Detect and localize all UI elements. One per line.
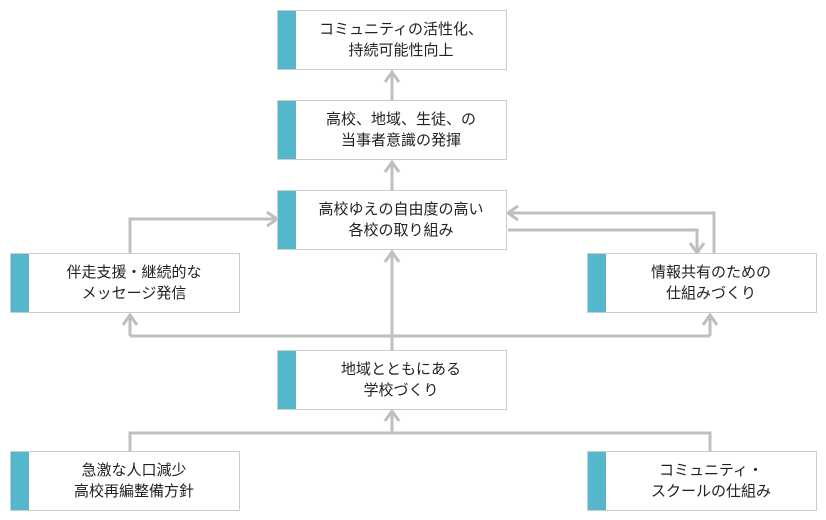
label-line: 高校、地域、生徒、の [325, 110, 476, 128]
arrowhead-initiatives-right [505, 204, 519, 222]
label-line: 各校の取り組み [348, 221, 454, 239]
info-sharing-box: 情報共有のための 仕組みづくり [587, 253, 817, 313]
label-line: 学校づくり [363, 381, 439, 399]
arrowhead-community-activation [383, 69, 401, 83]
label-line: 伴走支援・継続的な [66, 263, 202, 281]
label-line: 地域とともにある [340, 360, 461, 378]
accent-bar [588, 254, 606, 312]
box-label: 伴走支援・継続的な メッセージ発信 [29, 254, 239, 312]
box-label: コミュニティの活性化、 持続可能性向上 [296, 11, 506, 69]
arrowhead-school-initiatives [383, 249, 401, 263]
accent-bar [11, 254, 29, 312]
accent-bar [278, 11, 296, 69]
label-line: 仕組みづくり [665, 284, 756, 302]
community-school-box: 地域とともにある 学校づくり [277, 350, 507, 410]
rapid-decline-box: 急激な人口減少 高校再編整備方針 [10, 451, 240, 511]
label-line: 情報共有のための [650, 263, 771, 281]
arrowhead-stakeholder-ownership [383, 159, 401, 173]
connector-initiatives-to-info [508, 228, 699, 252]
label-line: 当事者意識の発揮 [340, 131, 461, 149]
box-label: 高校、地域、生徒、の 当事者意識の発揮 [296, 101, 506, 159]
stakeholder-ownership-box: 高校、地域、生徒、の 当事者意識の発揮 [277, 100, 507, 160]
box-label: 急激な人口減少 高校再編整備方針 [29, 452, 239, 510]
box-label: 情報共有のための 仕組みづくり [606, 254, 816, 312]
community-school-system-box: コミュニティ・ スクールの仕組み [587, 451, 817, 511]
accent-bar [278, 191, 296, 249]
label-line: 持続可能性向上 [348, 41, 454, 59]
label-line: コミュニティ・ [658, 461, 764, 479]
accent-bar [278, 101, 296, 159]
box-label: 高校ゆえの自由度の高い 各校の取り組み [296, 191, 506, 249]
box-label: 地域とともにある 学校づくり [296, 351, 506, 409]
arrowhead-community-school [383, 408, 401, 422]
label-line: スクールの仕組み [650, 482, 771, 500]
connector-support-to-initiatives [128, 217, 276, 253]
connector-info-to-initiatives [509, 211, 716, 253]
label-line: 高校再編整備方針 [73, 482, 194, 500]
connector-bottom-merge [128, 431, 712, 451]
label-line: メッセージ発信 [81, 284, 187, 302]
accent-bar [11, 452, 29, 510]
label-line: コミュニティの活性化、 [318, 20, 484, 38]
label-line: 急激な人口減少 [81, 461, 187, 479]
support-messaging-box: 伴走支援・継続的な メッセージ発信 [10, 253, 240, 313]
arrowhead-info-sharing [701, 312, 719, 326]
accent-bar [278, 351, 296, 409]
box-label: コミュニティ・ スクールの仕組み [606, 452, 816, 510]
label-line: 高校ゆえの自由度の高い [318, 200, 484, 218]
arrowhead-support-messaging [121, 312, 139, 326]
community-activation-box: コミュニティの活性化、 持続可能性向上 [277, 10, 507, 70]
accent-bar [588, 452, 606, 510]
school-initiatives-box: 高校ゆえの自由度の高い 各校の取り組み [277, 190, 507, 250]
